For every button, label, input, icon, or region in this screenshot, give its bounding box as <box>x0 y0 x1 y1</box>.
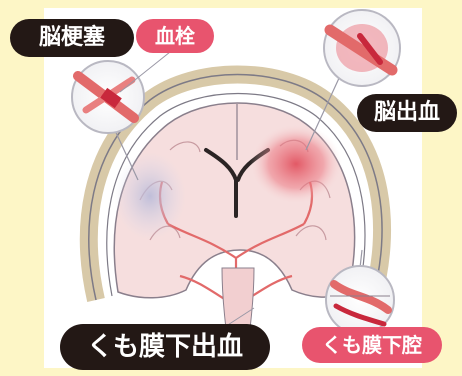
subarachnoid-space-label: くも膜下腔 <box>302 327 442 363</box>
infarction-region <box>114 152 186 240</box>
thrombus-label: 血栓 <box>136 19 214 53</box>
hemorrhage-region <box>250 124 342 204</box>
cerebral-infarction-label: 脳梗塞 <box>10 19 134 57</box>
thrombus-pointer <box>119 51 171 93</box>
magnified-subarachnoid-circle <box>325 249 395 335</box>
subarachnoid-hemorrhage-label: くも膜下出血 <box>60 324 270 370</box>
magnified-hemorrhage-circle <box>305 9 401 151</box>
skull <box>79 65 392 303</box>
magnified-infarct-circle <box>71 60 145 181</box>
cerebral-hemorrhage-label: 脳出血 <box>357 94 457 132</box>
